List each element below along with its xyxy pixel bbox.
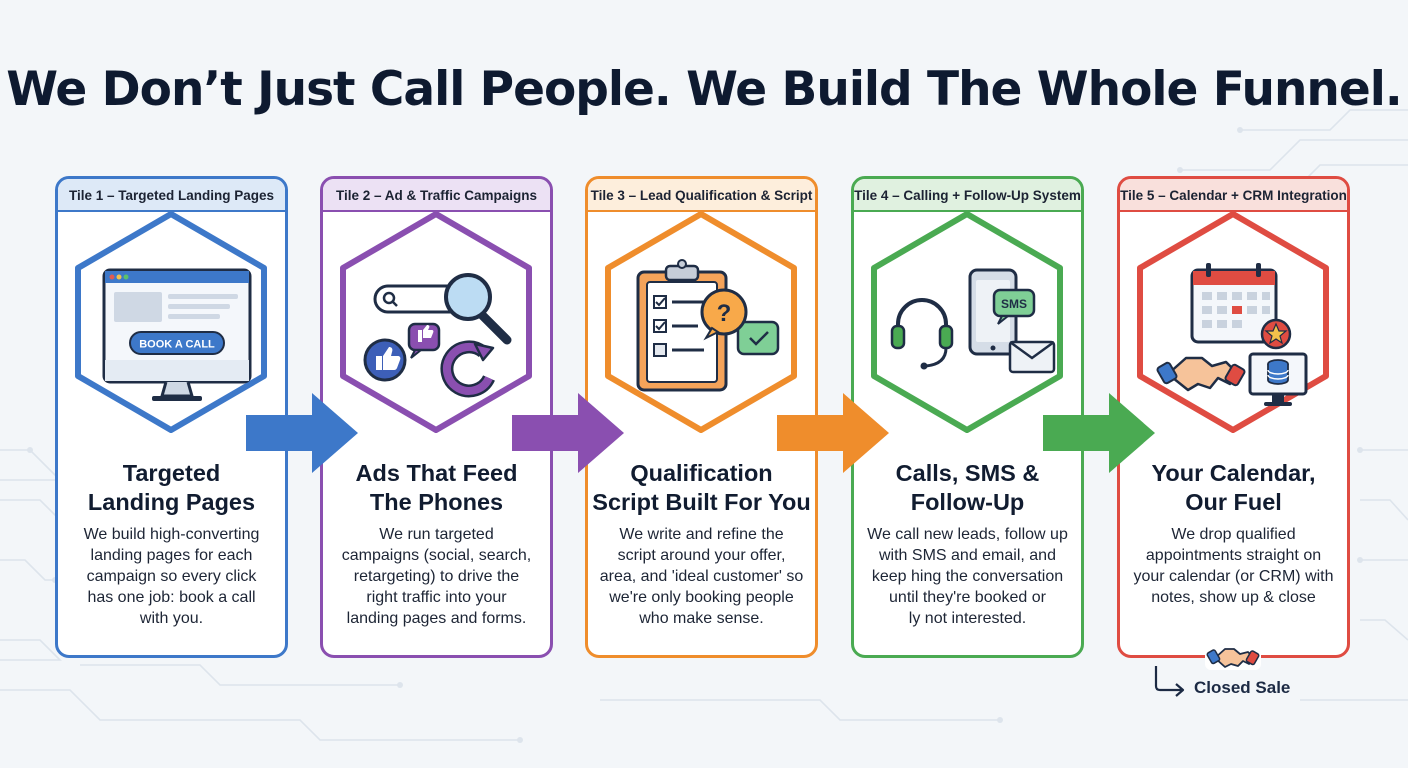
tile-header: Tile 3 – Lead Qualification & Script: [588, 179, 815, 212]
headset-phone-sms-email-icon: SMS: [871, 211, 1063, 433]
arrow-orange: [777, 393, 889, 473]
arrow-blue: [246, 393, 358, 473]
tile-calendar-crm: Tile 5 – Calendar + CRM Integration Your…: [1117, 176, 1350, 658]
return-arrow-icon: [1154, 666, 1185, 697]
arrow-purple: [512, 393, 624, 473]
handshake-icon: [1205, 638, 1261, 670]
tile-heading: Your Calendar, Our Fuel: [1151, 460, 1316, 515]
tile-body: We write and refine the script around yo…: [599, 526, 804, 627]
tile-heading: Qualification Script Built For You: [592, 460, 811, 515]
tile-heading: Calls, SMS & Follow-Up: [895, 460, 1040, 515]
page-title: We Don’t Just Call People. We Build The …: [6, 62, 1402, 117]
tile-body: We run targeted campaigns (social, searc…: [341, 526, 532, 627]
calendar-crm-handshake-icon: [1137, 211, 1329, 433]
tile-body: We build high-converting landing pages f…: [83, 526, 260, 627]
tile-header: Tile 2 – Ad & Traffic Campaigns: [323, 179, 550, 212]
book-a-call-label: BOOK A CALL: [139, 339, 215, 351]
closed-sale-label: Closed Sale: [1194, 678, 1291, 697]
tile-heading: Ads That Feed The Phones: [355, 460, 518, 515]
question-mark-label: ?: [717, 300, 732, 327]
monitor-landing-page-icon: BOOK A CALL: [75, 211, 267, 433]
closed-sale: Closed Sale: [1152, 666, 1312, 706]
tile-header: Tile 5 – Calendar + CRM Integration: [1120, 179, 1347, 212]
tile-landing-pages: Tile 1 – Targeted Landing Pages BOOK A C…: [55, 176, 288, 658]
tile-body: We call new leads, follow up with SMS an…: [867, 526, 1068, 627]
search-social-retarget-icon: [340, 211, 532, 433]
clipboard-checklist-icon: ?: [605, 211, 797, 433]
sms-label: SMS: [1001, 297, 1027, 311]
tile-heading: Targeted Landing Pages: [87, 460, 256, 515]
tile-body: We drop qualified appointments straight …: [1133, 526, 1334, 606]
arrow-green: [1043, 393, 1155, 473]
tile-header: Tile 1 – Targeted Landing Pages: [58, 179, 285, 212]
tile-header: Tile 4 – Calling + Follow-Up System: [854, 179, 1081, 212]
